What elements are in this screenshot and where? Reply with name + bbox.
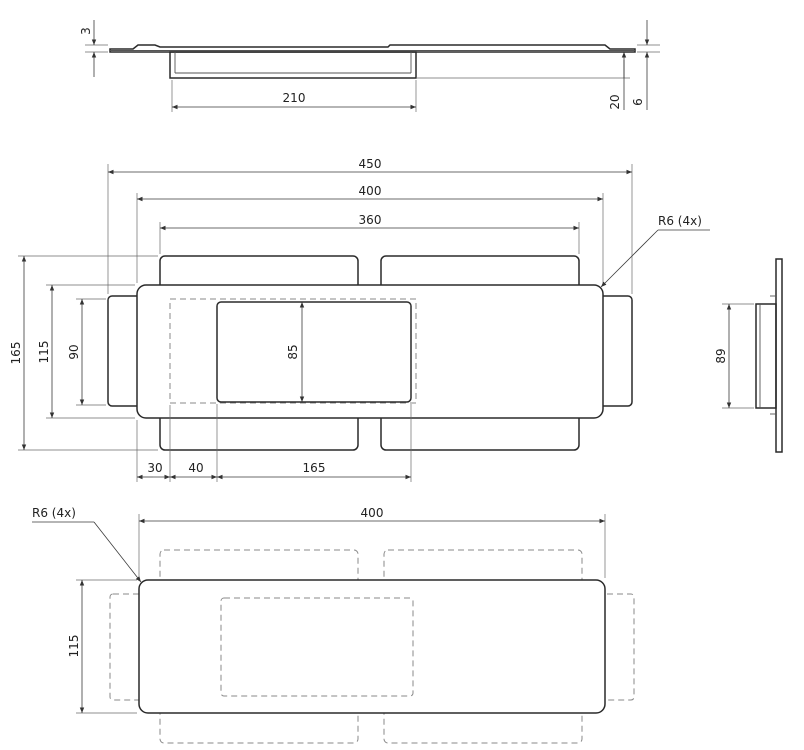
bottom-hidden-opening [220, 597, 414, 697]
radius-note-bottom: R6 (4x) [32, 506, 76, 520]
side-body [169, 51, 417, 79]
dim-opening-height-label: 85 [286, 344, 300, 359]
opening-rect [216, 301, 412, 403]
dim-plate-height-label: 115 [37, 341, 51, 364]
side-plate [109, 44, 636, 53]
bottom-view: 400 R6 (4x) 115 [32, 506, 635, 744]
hidden-flange-left [109, 593, 151, 701]
dim-opening-length-label: 165 [303, 461, 326, 475]
dim-offset-2-label: 40 [188, 461, 203, 475]
dim-body-length-label: 360 [359, 213, 382, 227]
hidden-outline [169, 298, 417, 404]
side-view: 3 210 20 6 [79, 20, 660, 112]
dim-side-body-length-label: 210 [283, 91, 306, 105]
dim-side-depth-label: 20 [608, 94, 622, 109]
end-view: 89 [714, 258, 783, 453]
dim-offset-1-label: 30 [147, 461, 162, 475]
dim-body-height-label: 90 [67, 344, 81, 359]
dim-overall-length-label: 450 [359, 157, 382, 171]
dim-plate-thickness-label: 3 [79, 27, 93, 35]
leader-arrow [93, 521, 142, 583]
radius-note-top: R6 (4x) [658, 214, 702, 228]
main-plate [136, 284, 604, 419]
end-body [755, 303, 777, 409]
dim-side-total-depth-label: 6 [631, 98, 645, 106]
dim-bottom-plate-length-label: 400 [361, 506, 384, 520]
bottom-main-plate [138, 579, 606, 714]
leader-arrow [600, 229, 659, 288]
top-view: 450 400 360 R6 (4x) 165 115 90 [9, 157, 710, 482]
dim-plate-length-label: 400 [359, 184, 382, 198]
dim-end-height-label: 89 [714, 348, 728, 363]
dim-bottom-plate-height-label: 115 [67, 635, 81, 658]
end-plate [775, 258, 783, 453]
dim-overall-height-label: 165 [9, 342, 23, 365]
